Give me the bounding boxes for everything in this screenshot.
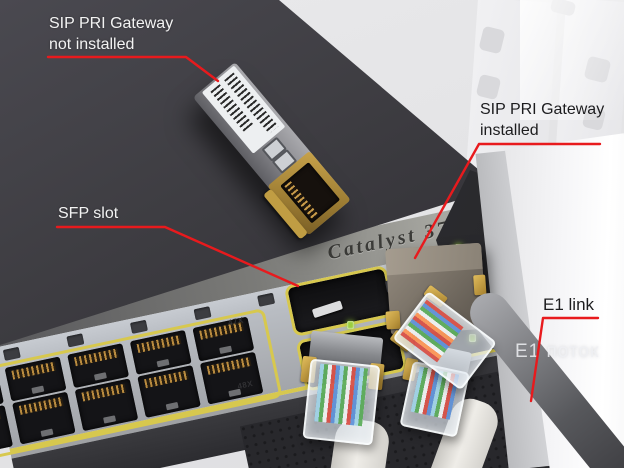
background-highlight [520,0,624,120]
watermark-text: Е1 поток [515,341,600,362]
gateway-module-top [385,242,483,276]
annotation-line: installed [480,122,539,139]
slot-release-tab [311,300,344,319]
annotation-line: not installed [49,36,135,53]
annotation-sfp-slot: SFP slot [58,205,119,222]
annotation-line: SIP PRI Gateway [49,15,174,32]
annotation-not-installed: SIP PRI Gateway not installed [49,13,173,55]
annotation-e1-link: E1 link [543,295,595,314]
status-led-green [347,321,354,329]
annotation-installed: SIP PRI Gateway installed [480,99,604,141]
annotation-line: SIP PRI Gateway [480,101,605,118]
rj45-plug-lower-left [297,330,388,446]
